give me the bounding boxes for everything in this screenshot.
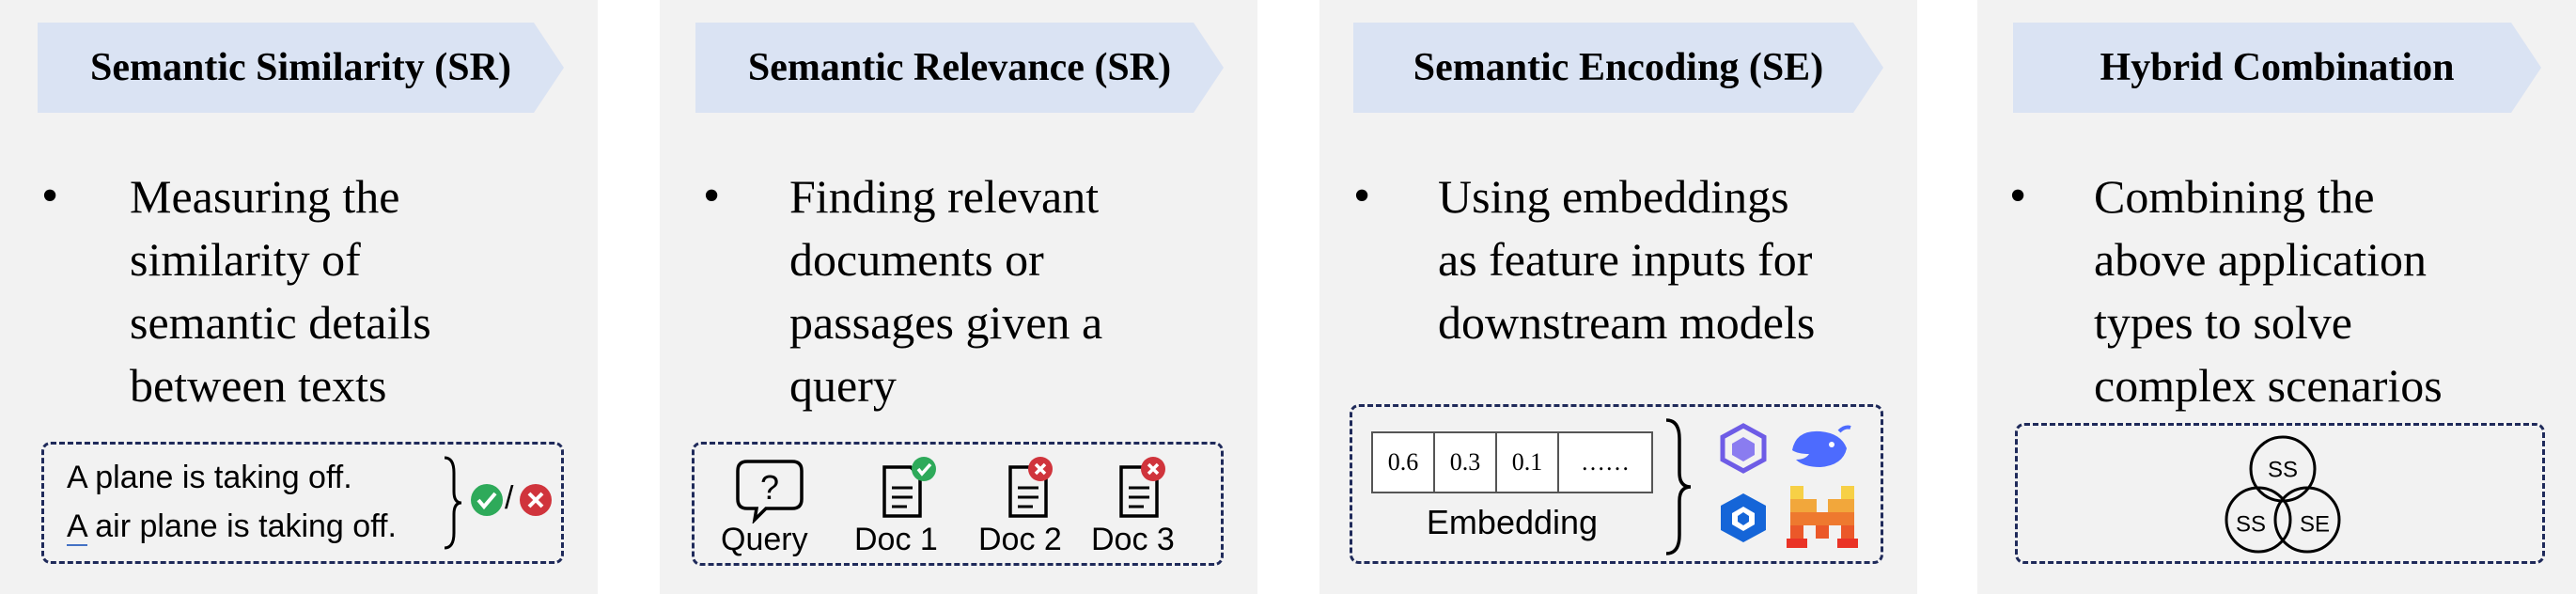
description-line: as feature inputs for: [1438, 233, 1813, 286]
sentence-one: A plane is taking off.: [67, 460, 352, 495]
sentence-two: A air plane is taking off.: [67, 508, 397, 544]
description-line: above application: [2094, 233, 2428, 286]
panel-semantic-encoding: Semantic Encoding (SE) • Using embedding…: [1319, 0, 1917, 594]
bullet-marker: •: [703, 169, 721, 223]
panel-description: Combining the above application types to…: [2094, 165, 2443, 417]
description-line: similarity of: [130, 233, 361, 286]
document-icon: [882, 457, 936, 518]
cross-icon: [520, 484, 552, 516]
example-box-retrieval: ? Query Doc 1 Doc 2 Doc 3: [692, 442, 1224, 566]
panel-title-banner: Hybrid Combination: [2013, 23, 2541, 113]
embedding-cell: 0.3: [1435, 433, 1497, 492]
panel-semantic-similarity: Semantic Similarity (SR) • Measuring the…: [0, 0, 598, 594]
right-brace-icon: [444, 456, 462, 550]
qwen-logo: [1720, 423, 1767, 474]
blue-cube-logo: [1721, 493, 1766, 542]
panel-description: Finding relevant documents or passages g…: [789, 165, 1102, 417]
embedding-cell: 0.1: [1497, 433, 1559, 492]
description-line: Combining the: [2094, 170, 2375, 223]
bullet-marker: •: [2009, 169, 2027, 223]
doc-label: Doc 2: [978, 522, 1062, 557]
check-icon: [471, 484, 503, 516]
banner-arrow-shape: [1353, 23, 1883, 113]
question-glyph: ?: [760, 468, 779, 507]
mistral-m-logo: [1787, 486, 1858, 548]
bullet-marker: •: [41, 169, 59, 223]
venn-label-top: SS: [2268, 457, 2298, 482]
panel-title-banner: Semantic Encoding (SE): [1353, 23, 1883, 113]
document-icon: [1008, 457, 1053, 518]
description-line: downstream models: [1438, 296, 1816, 349]
panel-title-banner: Semantic Similarity (SR): [38, 23, 564, 113]
panel-title: Semantic Similarity (SR): [90, 46, 511, 89]
panel-title-banner: Semantic Relevance (SR): [695, 23, 1224, 113]
description-line: query: [789, 359, 897, 412]
doc-label: Doc 3: [1091, 522, 1175, 557]
description-line: passages given a: [789, 296, 1103, 349]
description-line: semantic details: [130, 296, 431, 349]
separator-slash: /: [505, 480, 514, 516]
right-brace-icon: [1665, 418, 1692, 555]
panel-title: Semantic Relevance (SR): [747, 46, 1172, 89]
description-line: Using embeddings: [1438, 170, 1789, 223]
doc-label: Doc 1: [854, 522, 938, 557]
panel-title: Hybrid Combination: [2100, 46, 2455, 89]
embedding-cell: 0.6: [1373, 433, 1435, 492]
embedding-caption: Embedding: [1426, 503, 1599, 541]
panel-title: Semantic Encoding (SE): [1413, 46, 1824, 89]
underline-mark: [67, 544, 87, 546]
panel-semantic-relevance: Semantic Relevance (SR) • Finding releva…: [660, 0, 1257, 594]
speech-bubble-question-icon: ?: [736, 460, 804, 524]
description-line: Finding relevant: [789, 170, 1100, 223]
example-box-embedding: 0.6 0.3 0.1 …… Embedding: [1350, 404, 1883, 564]
banner-arrow-shape: [695, 23, 1224, 113]
embedding-cell: ……: [1581, 448, 1630, 476]
venn-diagram: SS SS SE: [2225, 435, 2341, 554]
description-line: documents or: [789, 233, 1044, 286]
description-line: Measuring the: [130, 170, 400, 223]
query-label: Query: [721, 522, 808, 557]
venn-circle-right: [2273, 486, 2341, 554]
description-line: complex scenarios: [2094, 359, 2443, 412]
example-box-venn: SS SS SE: [2015, 423, 2545, 564]
panel-description: Using embeddings as feature inputs for d…: [1438, 165, 1815, 354]
banner-arrow-shape: [38, 23, 564, 113]
deepseek-whale-logo: [1792, 425, 1851, 467]
embedding-vector: 0.6 0.3 0.1 ……: [1371, 431, 1653, 493]
venn-circle-left: [2225, 486, 2292, 554]
panel-hybrid-combination: Hybrid Combination • Combining the above…: [1977, 0, 2576, 594]
document-icon: [1119, 457, 1165, 518]
example-box-sentences: A plane is taking off. A air plane is ta…: [41, 442, 564, 564]
panel-description: Measuring the similarity of semantic det…: [130, 165, 431, 417]
banner-arrow-shape: [2013, 23, 2541, 113]
description-line: types to solve: [2094, 296, 2352, 349]
description-line: between texts: [130, 359, 387, 412]
venn-label-left: SS: [2236, 511, 2266, 537]
bullet-marker: •: [1353, 169, 1371, 223]
venn-label-right: SE: [2300, 511, 2330, 537]
